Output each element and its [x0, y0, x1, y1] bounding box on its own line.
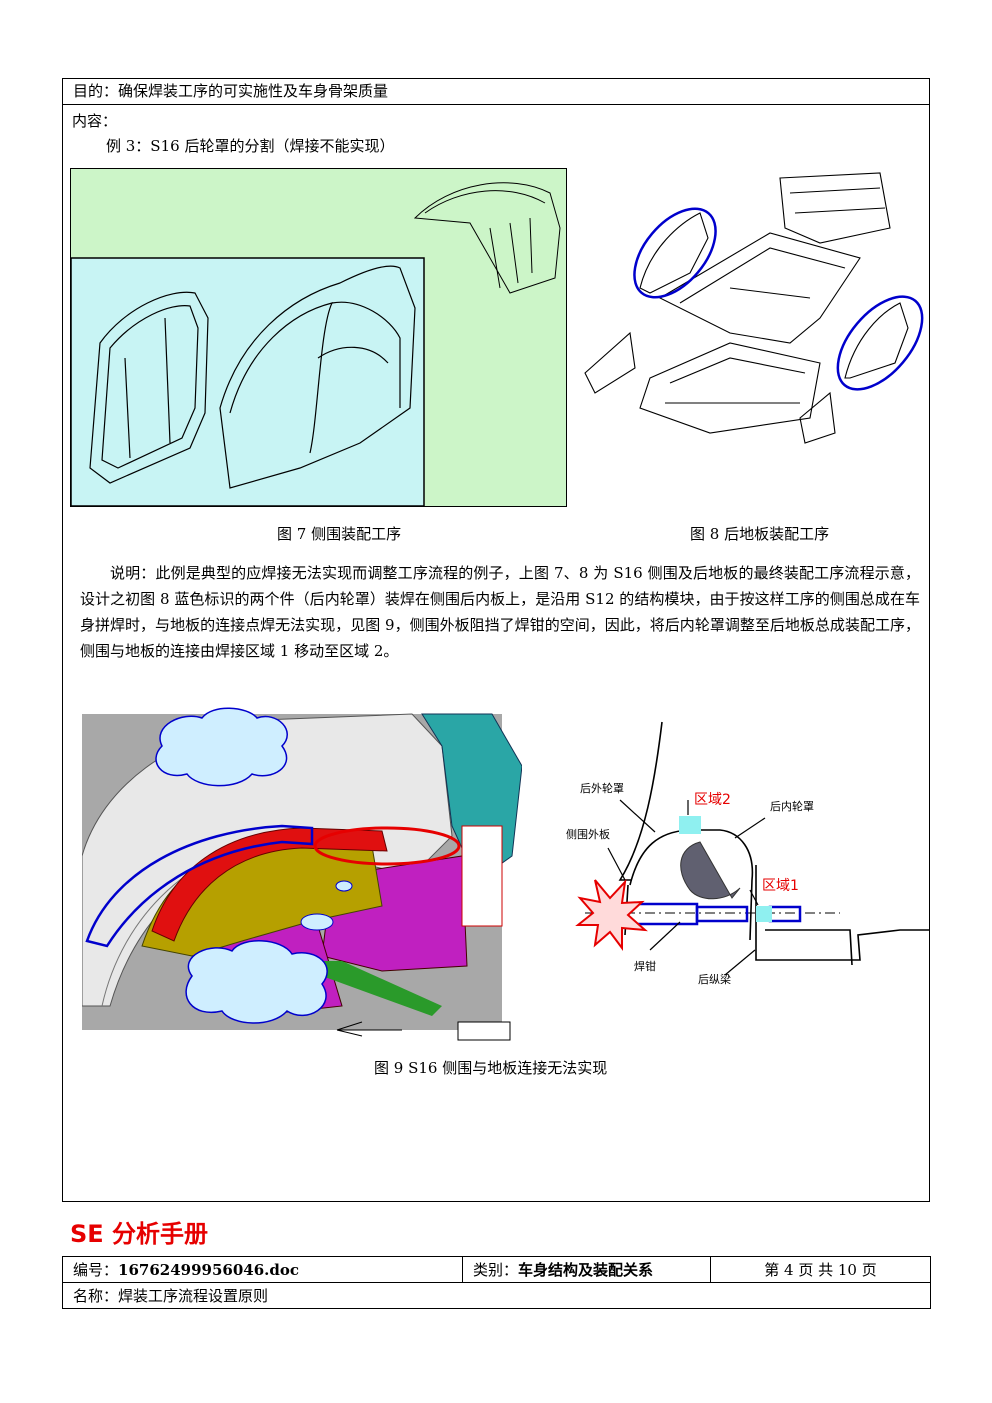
doc-number-cell: 编号：16762499956046.doc [62, 1256, 463, 1283]
page-info-cell: 第 4 页 共 10 页 [710, 1256, 931, 1283]
label-rear-rail: 后纵梁 [698, 972, 731, 986]
label-zone1: 区域1 [762, 878, 799, 894]
doc-name-cell: 名称：焊装工序流程设置原则 [62, 1282, 931, 1309]
doc-name-value: 焊装工序流程设置原则 [118, 1287, 269, 1305]
label-outer-wheelhouse: 后外轮罩 [580, 781, 624, 795]
description-text: 说明：此例是典型的应焊接无法实现而调整工序流程的例子，上图 7、8 为 S16 … [80, 564, 920, 660]
footer-table: 编号：16762499956046.doc 类别：车身结构及装配关系 第 4 页… [62, 1256, 931, 1309]
figure-9-section-diagram: 后外轮罩 侧围外板 后内轮罩 区域2 区域1 焊钳 后纵梁 [566, 721, 930, 986]
example-title: 例 3：S16 后轮罩的分割（焊接不能实现） [106, 137, 395, 155]
content-frame: 目的：确保焊装工序的可实施性及车身骨架质量 [62, 78, 930, 1202]
category-value: 车身结构及装配关系 [518, 1261, 654, 1279]
category-cell: 类别：车身结构及装配关系 [462, 1256, 711, 1283]
doc-number-label: 编号： [73, 1261, 119, 1279]
content-label: 内容： [72, 112, 118, 130]
figure-9-caption: 图 9 S16 侧围与地板连接无法实现 [374, 1059, 608, 1077]
brand-title: SE 分析手册 [70, 1220, 209, 1248]
label-inner-wheelhouse: 后内轮罩 [770, 799, 814, 813]
figure-8-rear-floor-assembly [584, 172, 924, 444]
doc-name-label: 名称： [73, 1287, 119, 1305]
doc-number-value: 16762499956046.doc [118, 1261, 299, 1279]
description-paragraph: 说明：此例是典型的应焊接无法实现而调整工序流程的例子，上图 7、8 为 S16 … [80, 560, 920, 664]
purpose-row: 目的：确保焊装工序的可实施性及车身骨架质量 [63, 79, 929, 105]
figure-9-wheelhouse-view [82, 707, 522, 1041]
label-side-outer: 侧围外板 [566, 827, 610, 841]
label-weld-gun: 焊钳 [634, 959, 656, 973]
figure-7-caption: 图 7 侧围装配工序 [277, 525, 402, 543]
figure-8-caption: 图 8 后地板装配工序 [690, 525, 830, 543]
category-label: 类别： [473, 1261, 519, 1279]
figure-7-side-panel-assembly [70, 168, 567, 507]
label-zone2: 区域2 [694, 792, 731, 808]
